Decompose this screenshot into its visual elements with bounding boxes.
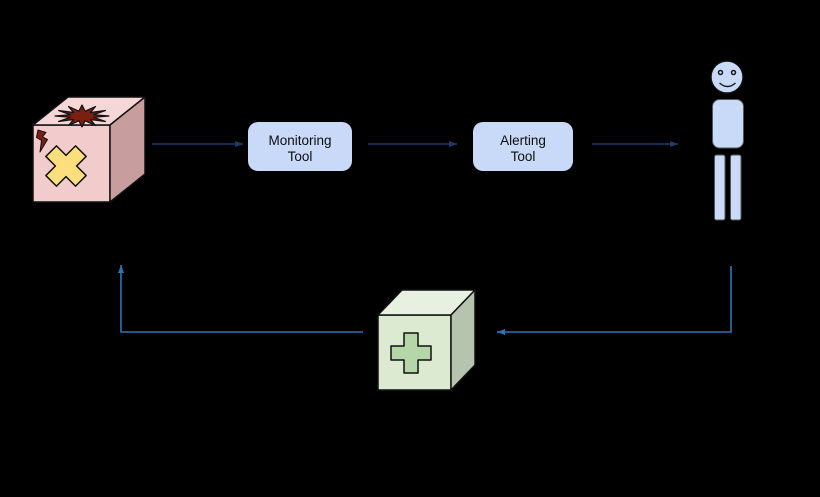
- plus-icon: [390, 332, 432, 374]
- edge-operator-to-fix: [497, 266, 732, 335]
- alerting-tool-node: Alerting Tool: [473, 122, 573, 171]
- person-left-eye: [717, 69, 724, 76]
- broken-cube-side-face: [109, 96, 146, 203]
- alerting-tool-label-line2: Tool: [511, 149, 536, 164]
- explosion-icon: [54, 104, 110, 128]
- person-right-eye: [730, 69, 737, 76]
- person-smile: [719, 82, 736, 88]
- alerting-tool-label-line1: Alerting: [500, 133, 546, 148]
- operator-node: [710, 60, 744, 221]
- fix-cube-side-face: [450, 289, 476, 391]
- monitoring-tool-node: Monitoring Tool: [248, 122, 352, 171]
- person-right-leg: [730, 154, 742, 221]
- person-left-leg: [714, 154, 726, 221]
- x-cross-icon: [45, 145, 87, 187]
- alerting-tool-box: [473, 122, 573, 171]
- lightning-bolt-icon: [36, 129, 48, 153]
- edge-fix-to-broken: [118, 265, 363, 333]
- person-body: [712, 99, 744, 149]
- person-head: [710, 60, 744, 94]
- broken-system-node: [32, 96, 146, 203]
- fix-cube-node: [377, 289, 476, 391]
- monitoring-tool-box: [248, 122, 352, 171]
- monitoring-tool-label-line2: Tool: [288, 149, 313, 164]
- edges-group: [118, 141, 732, 335]
- monitoring-tool-label-line1: Monitoring: [268, 133, 331, 148]
